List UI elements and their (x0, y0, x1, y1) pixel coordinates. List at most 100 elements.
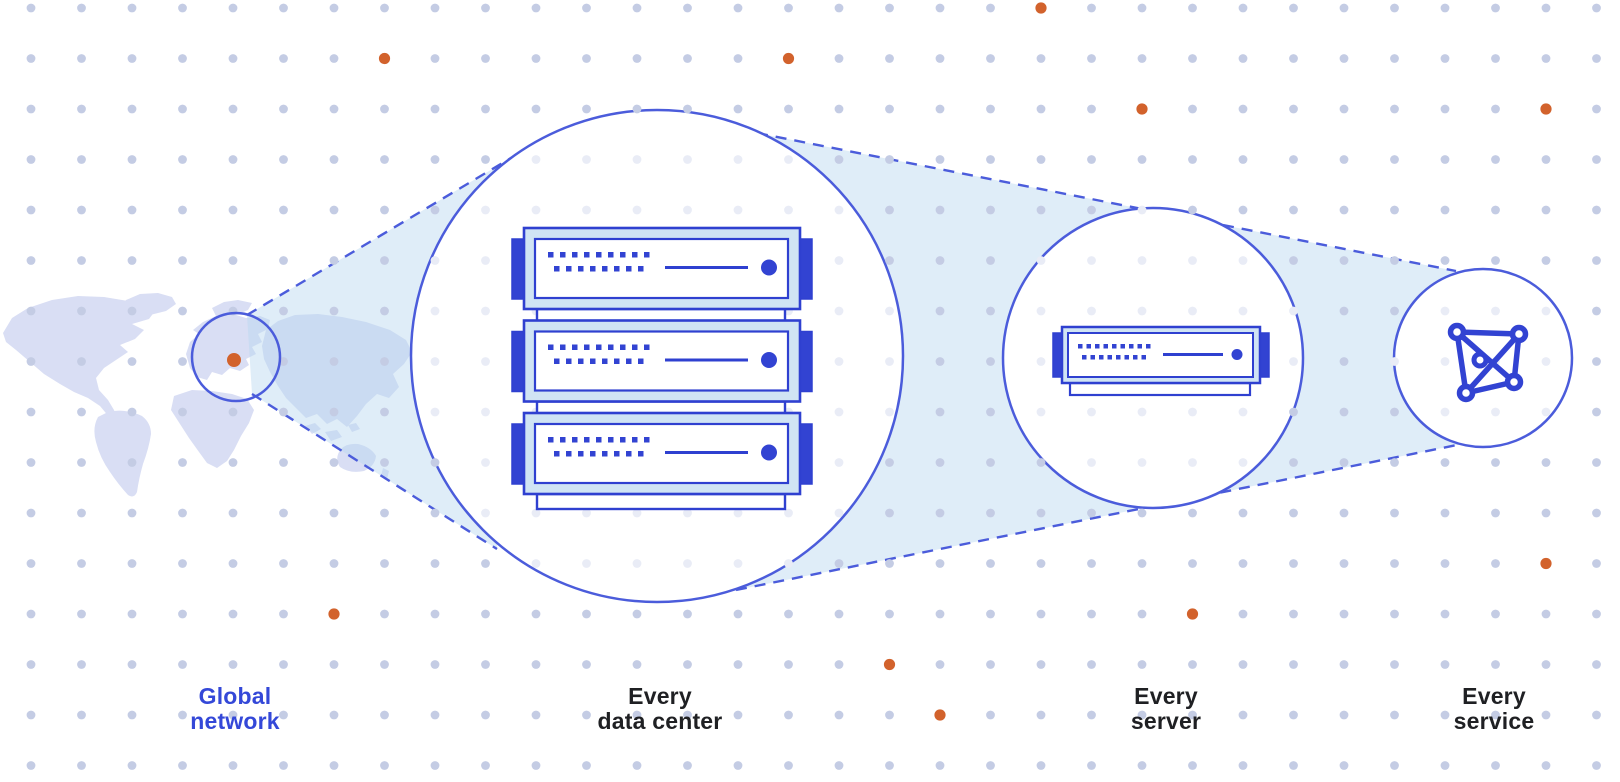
grid-dot (935, 205, 945, 215)
grid-dot (683, 660, 692, 669)
grid-dot (733, 508, 743, 518)
grid-dot (1339, 458, 1349, 467)
grid-dot (26, 508, 36, 518)
grid-dot (430, 205, 440, 215)
grid-dot (26, 3, 36, 13)
grid-dot (1289, 761, 1298, 770)
grid-dot (1541, 458, 1551, 467)
grid-dot (582, 660, 591, 669)
grid-dot (26, 710, 36, 720)
grid-dot (1541, 710, 1551, 720)
grid-dot (1541, 357, 1551, 366)
grid-dot-orange (883, 658, 896, 671)
grid-dot (986, 458, 995, 467)
grid-dot (986, 3, 995, 13)
grid-dot (1390, 660, 1399, 669)
grid-dot (1440, 710, 1450, 720)
map-asia (262, 314, 412, 427)
grid-dot (582, 710, 591, 720)
grid-dot (178, 458, 187, 467)
grid-dot (127, 761, 137, 770)
map-island (305, 423, 321, 434)
grid-dot (1390, 407, 1399, 417)
grid-dot (885, 155, 894, 164)
grid-dot (834, 761, 844, 770)
grid-dot (430, 256, 440, 265)
grid-dot (1036, 609, 1046, 619)
grid-dot (1238, 660, 1248, 669)
grid-dot-orange (1540, 557, 1552, 570)
caption-line: Every (628, 683, 692, 709)
grid-dot (228, 256, 238, 265)
grid-dot (885, 205, 894, 215)
grid-dot (1289, 609, 1298, 619)
grid-dot (1339, 559, 1349, 568)
grid-dot (77, 155, 86, 164)
grid-dot (834, 3, 844, 13)
grid-dot (481, 256, 490, 265)
grid-dot (1339, 306, 1349, 316)
grid-dot (430, 155, 440, 164)
grid-dot (1238, 458, 1248, 467)
grid-dot (986, 508, 995, 518)
grid-dot (127, 306, 137, 316)
grid-dot (885, 609, 894, 619)
grid-dot (430, 407, 440, 417)
grid-dot (1087, 104, 1096, 114)
grid-dot (1592, 660, 1601, 669)
grid-dot (1238, 508, 1248, 518)
grid-dot (329, 761, 339, 770)
grid-dot (178, 407, 187, 417)
grid-dot (481, 357, 490, 366)
grid-dot (1087, 155, 1096, 164)
grid-dot (481, 710, 490, 720)
grid-dot (1036, 155, 1046, 164)
grid-dot (1137, 660, 1147, 669)
grid-dot (329, 559, 339, 568)
grid-dot (481, 407, 490, 417)
grid-dot (1491, 306, 1500, 316)
grid-dot (632, 205, 642, 215)
grid-dot (733, 660, 743, 669)
grid-dot (178, 660, 187, 669)
grid-dot (834, 407, 844, 417)
grid-dot (127, 155, 137, 164)
grid-dot (380, 357, 389, 366)
grid-dot (885, 458, 894, 467)
grid-dot (380, 407, 389, 417)
mesh-node (1504, 372, 1524, 392)
grid-dot (1390, 205, 1399, 215)
grid-dot (1440, 3, 1450, 13)
grid-dot (1541, 609, 1551, 619)
grid-dot (430, 104, 440, 114)
mesh-node (1509, 324, 1529, 344)
grid-dot (885, 3, 894, 13)
grid-dot (1440, 559, 1450, 568)
grid-dot (127, 609, 137, 619)
grid-dot (1339, 104, 1349, 114)
grid-dot (935, 761, 945, 770)
grid-dot (1592, 609, 1601, 619)
map-focus-circle (190, 311, 282, 403)
grid-dot (531, 710, 541, 720)
grid-dot (632, 710, 642, 720)
grid-dot (329, 710, 339, 720)
grid-dot (127, 508, 137, 518)
grid-dot (1238, 205, 1248, 215)
grid-dot (1491, 458, 1500, 467)
grid-dot (481, 54, 490, 63)
grid-dot (733, 54, 743, 63)
grid-dot (1188, 761, 1197, 770)
grid-dot (531, 205, 541, 215)
grid-dot (632, 54, 642, 63)
grid-dot (77, 710, 86, 720)
grid-dot (733, 205, 743, 215)
grid-dot (683, 155, 692, 164)
grid-dot (531, 761, 541, 770)
grid-dot (178, 559, 187, 568)
grid-dot (228, 508, 238, 518)
grid-dot (885, 559, 894, 568)
grid-dot (26, 660, 36, 669)
grid-dot-orange (328, 608, 340, 620)
grid-dot (279, 407, 288, 417)
